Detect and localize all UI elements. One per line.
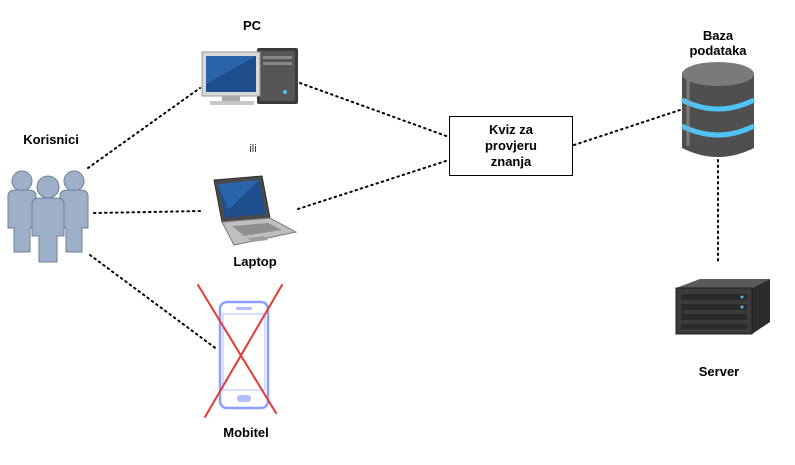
database-label: Baza podataka bbox=[670, 28, 766, 58]
mobile-label: Mobitel bbox=[223, 425, 269, 440]
red-x-icon bbox=[197, 284, 283, 418]
database-label-line-1: Baza bbox=[702, 28, 734, 43]
connector-users-mobile bbox=[89, 254, 219, 351]
users-group-icon bbox=[7, 170, 89, 263]
smartphone-icon bbox=[218, 300, 270, 410]
connector-users-laptop bbox=[93, 210, 204, 214]
rack-server-icon bbox=[675, 279, 770, 335]
laptop-icon bbox=[213, 175, 298, 246]
quiz-box: Kviz za provjeru znanja bbox=[449, 116, 573, 176]
database-label-line-2: podataka bbox=[689, 43, 747, 58]
connector-users-pc bbox=[87, 87, 201, 169]
connector-quiz-db bbox=[573, 109, 681, 146]
connector-pc-quiz bbox=[299, 82, 450, 138]
or-label: ili bbox=[249, 143, 257, 155]
connector-laptop-quiz bbox=[297, 159, 450, 210]
users-label: Korisnici bbox=[23, 132, 79, 147]
database-icon bbox=[680, 62, 756, 157]
desktop-pc-icon bbox=[201, 48, 298, 105]
server-label: Server bbox=[698, 364, 740, 379]
laptop-label: Laptop bbox=[233, 254, 277, 269]
quiz-label-line-2: provjeru bbox=[484, 138, 537, 153]
pc-label: PC bbox=[242, 18, 262, 33]
quiz-label-line-3: znanja bbox=[490, 154, 532, 169]
quiz-label-line-1: Kviz za bbox=[488, 122, 534, 137]
